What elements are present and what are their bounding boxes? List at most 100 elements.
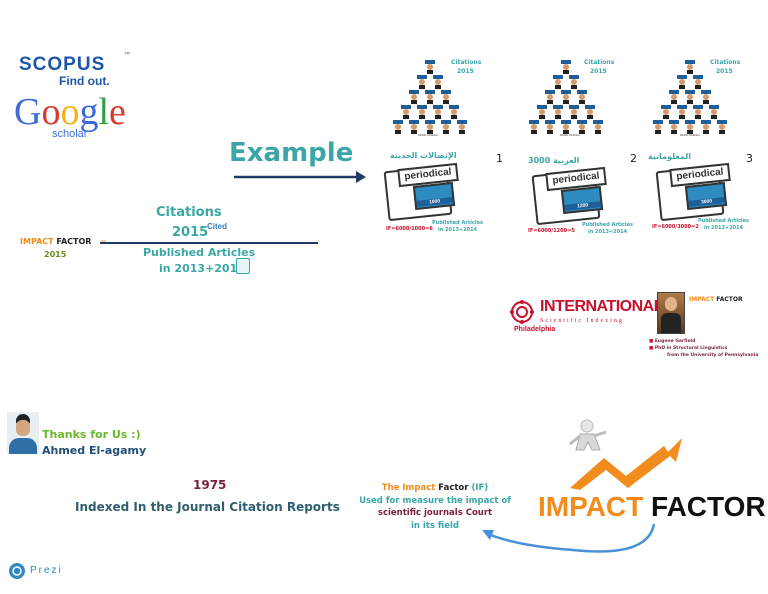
definition-line4: in its field [411, 520, 459, 531]
panel-number: 1 [496, 152, 503, 165]
fraction-bar [100, 242, 318, 244]
citing-person-body [539, 115, 545, 119]
newspaper-icon: periodical 1000 [392, 162, 460, 214]
citing-person-sign [409, 120, 419, 124]
citing-person-head [427, 94, 433, 100]
citing-person-head [411, 94, 417, 100]
citing-person-body [419, 115, 425, 119]
journal-name: العربية [553, 156, 580, 165]
citing-person-sign [685, 60, 695, 64]
published-years: in 2013+2014 [438, 227, 478, 233]
isi-globe-icon [510, 300, 534, 324]
citing-person-head [579, 94, 585, 100]
citing-person-body [547, 130, 553, 134]
citing-person-head [531, 124, 537, 130]
citing-person-body [443, 100, 449, 104]
published-label: Published Articles [582, 222, 633, 228]
citing-person-head [671, 94, 677, 100]
isi-city: Philadelphia [514, 326, 556, 333]
citing-person-head [451, 109, 457, 115]
citing-person-sign [417, 105, 427, 109]
panel-published-label: Published Articles in 2013+2014 [698, 218, 749, 232]
citing-person-head [687, 124, 693, 130]
citing-person-body [547, 100, 553, 104]
citing-person-sign [401, 105, 411, 109]
citations-label: Citations [451, 59, 482, 66]
journal-name: المعلوماتية [648, 152, 691, 161]
citing-person-sign [561, 60, 571, 64]
citing-person-sign [433, 75, 443, 79]
big-impact-factor-title: IMPACT FACTOR [538, 491, 766, 523]
citing-person-sign [653, 120, 663, 124]
citing-person-sign [717, 120, 727, 124]
citing-person-body [579, 130, 585, 134]
citing-person-head [563, 124, 569, 130]
published-label: Published Articles [432, 220, 483, 226]
citing-person-sign [669, 120, 679, 124]
citing-person-head [403, 109, 409, 115]
panel-number: 2 [630, 152, 637, 165]
citing-person-sign [409, 90, 419, 94]
citing-person-sign [441, 120, 451, 124]
citing-person-body [435, 115, 441, 119]
citing-person-head [595, 124, 601, 130]
citing-person-body [403, 115, 409, 119]
google-letter: o [60, 91, 80, 133]
definition-factor: Factor [438, 483, 469, 493]
citing-person-sign [693, 75, 703, 79]
garfield-degree: PhD in Structural Linguistics [654, 346, 728, 351]
citing-person-head [571, 109, 577, 115]
garfield-impact-factor-label: IMPACT FACTOR [689, 296, 743, 303]
citing-person-body [443, 130, 449, 134]
definition-line2: Used for measure the impact of [359, 495, 511, 506]
thanks-text: Thanks for Us :) [42, 428, 141, 441]
citing-person-sign [569, 75, 579, 79]
citations-count: 6000 Citation [418, 133, 439, 137]
panel-published-label: Published Articles in 2013+2014 [432, 220, 483, 234]
author-name: Ahmed El-agamy [42, 444, 147, 457]
citing-person-head [419, 79, 425, 85]
citing-person-sign [441, 90, 451, 94]
citing-person-sign [425, 90, 435, 94]
citing-person-sign [685, 90, 695, 94]
citing-person-head [443, 124, 449, 130]
formula-factor-word: FACTOR [56, 237, 92, 246]
citing-person-body [671, 130, 677, 134]
google-letter: G [14, 91, 42, 133]
if-formula: IF=6000/3000=2 [652, 224, 699, 230]
citing-person-sign [393, 120, 403, 124]
garfield-impact-word: IMPACT [689, 296, 715, 303]
citing-person-body [579, 100, 585, 104]
prezi-icon [9, 563, 25, 579]
citing-person-head [427, 64, 433, 70]
citing-person-head [435, 79, 441, 85]
panel-citations-label: Citations 2015 [710, 58, 740, 76]
citing-person-head [703, 94, 709, 100]
citing-person-sign [701, 90, 711, 94]
citing-person-body [703, 100, 709, 104]
google-letter: g [79, 91, 99, 133]
citing-person-head [719, 124, 725, 130]
citing-person-head [687, 64, 693, 70]
citing-person-body [563, 100, 569, 104]
newspaper-icon: periodical 3000 [664, 162, 732, 214]
citing-person-head [663, 109, 669, 115]
garfield-name: Eugene Garfield [654, 339, 696, 344]
citing-person-head [555, 109, 561, 115]
citing-person-head [427, 124, 433, 130]
citing-person-body [711, 115, 717, 119]
citing-person-body [595, 130, 601, 134]
citing-person-sign [585, 105, 595, 109]
eugene-garfield-photo [657, 292, 685, 334]
google-wordmark: Google [14, 92, 126, 132]
citing-person-body [571, 115, 577, 119]
citing-person-sign [561, 120, 571, 124]
citing-person-sign [577, 120, 587, 124]
panel-published-label: Published Articles in 2013+2014 [582, 222, 633, 236]
if-formula: IF=6000/1000=6 [386, 226, 433, 232]
citing-person-body [411, 130, 417, 134]
citing-person-body [411, 100, 417, 104]
citing-person-sign [677, 75, 687, 79]
citing-person-body [395, 130, 401, 134]
journal-prefix: 3000 [528, 156, 551, 165]
